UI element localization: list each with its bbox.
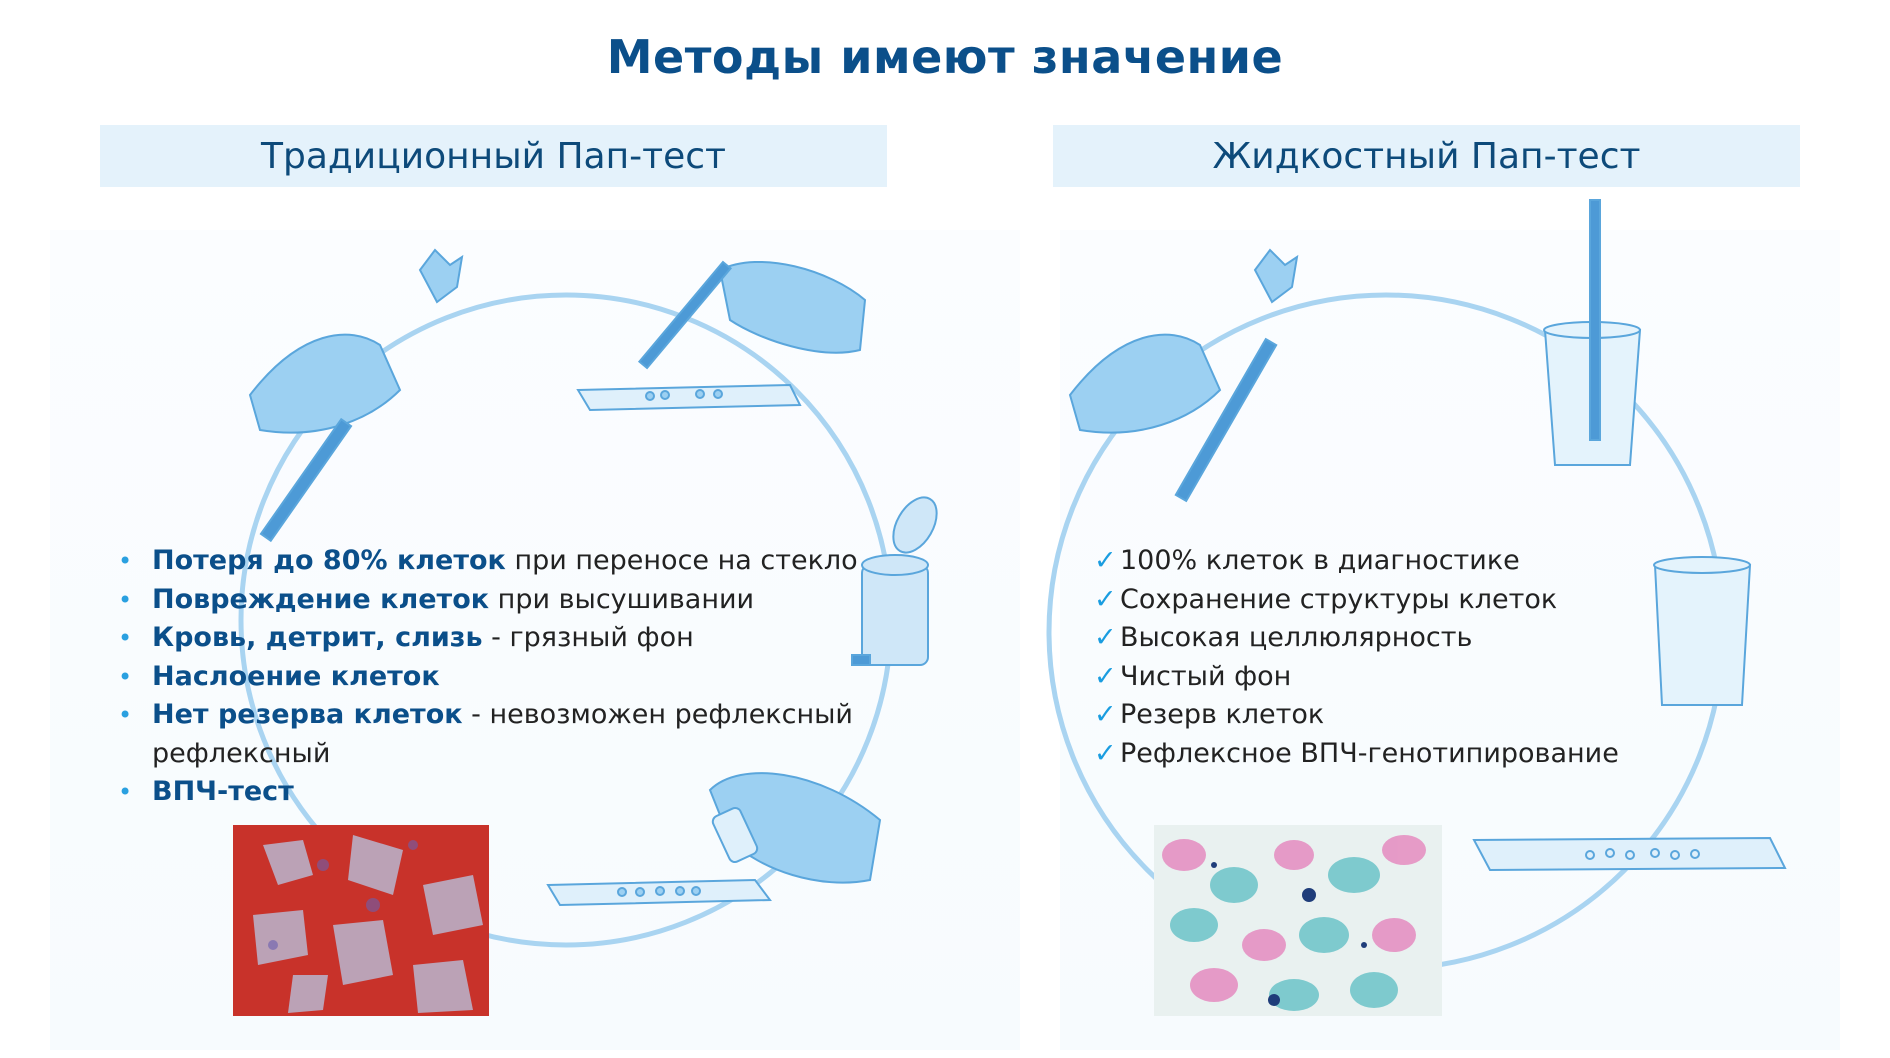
hand-slide-icon xyxy=(576,260,867,412)
traditional-drawbacks-list: • Потеря до 80% клеток при переносе на ст… xyxy=(118,542,858,812)
left-section-header: Традиционный Пап-тест xyxy=(100,125,887,187)
bullet-icon: • xyxy=(118,701,133,729)
item-bold: Повреждение клеток xyxy=(152,583,490,615)
bullet-icon: • xyxy=(118,585,133,614)
item-bold: ВПЧ-тест xyxy=(152,776,294,807)
liquid-benefits-list: ✓100% клеток в диагностике ✓Сохранение с… xyxy=(1094,542,1619,774)
list-item: ✓100% клеток в диагностике xyxy=(1094,542,1619,581)
micrograph-texture xyxy=(1162,835,1426,1011)
item-bold: Потеря до 80% клеток xyxy=(152,545,506,576)
item-text: 100% клеток в диагностике xyxy=(1120,545,1520,576)
list-item: ✓Рефлексное ВПЧ-генотипирование xyxy=(1094,735,1619,774)
bullet-icon: • xyxy=(118,778,133,806)
item-text: при высушивании xyxy=(489,583,755,615)
left-panel-background xyxy=(50,230,1020,1050)
checkmark-icon: ✓ xyxy=(1094,545,1117,576)
list-item-continuation: рефлексный xyxy=(152,735,858,774)
bullet-icon: • xyxy=(118,547,133,575)
list-item: • Повреждение клеток при высушивании xyxy=(118,581,858,620)
list-item: • Потеря до 80% клеток при переносе на ст… xyxy=(118,542,858,581)
hand-brush-icon xyxy=(248,248,464,543)
trash-bin-icon xyxy=(851,496,938,666)
slide-icon-right xyxy=(1472,836,1787,872)
checkmark-icon: ✓ xyxy=(1094,660,1117,692)
item-text: при переносе на стекло xyxy=(505,545,858,576)
liquid-based-micrograph xyxy=(1154,825,1442,1016)
item-text: Высокая целлюлярность xyxy=(1120,622,1473,653)
list-item: • Наслоение клеток xyxy=(118,658,858,697)
item-text: Резерв клеток xyxy=(1120,699,1325,730)
list-item: ✓Чистый фон xyxy=(1094,658,1619,697)
vial-with-brush-icon xyxy=(1543,199,1642,466)
item-text: Сохранение структуры клеток xyxy=(1120,583,1558,615)
micrograph-texture xyxy=(253,835,483,1013)
list-item: ✓Сохранение структуры клеток xyxy=(1094,581,1619,620)
vial-icon xyxy=(1653,556,1752,706)
list-item: • Кровь, детрит, слизь - грязный фон xyxy=(118,619,858,658)
page-title: Методы имеют значение xyxy=(606,30,1284,84)
list-item: • ВПЧ-тест xyxy=(118,773,858,812)
hand-brush-icon-right xyxy=(1068,248,1299,503)
item-bold: Кровь, детрит, слизь xyxy=(152,622,483,653)
item-bold: Наслоение клеток xyxy=(152,660,440,692)
bullet-icon: • xyxy=(118,624,133,652)
item-text: Рефлексное ВПЧ-генотипирование xyxy=(1120,737,1619,769)
checkmark-icon: ✓ xyxy=(1094,622,1117,653)
list-item: ✓Высокая целлюлярность xyxy=(1094,619,1619,658)
item-text: - невозможен рефлексный xyxy=(462,699,853,730)
item-text: рефлексный xyxy=(152,737,331,769)
list-item: ✓Резерв клеток xyxy=(1094,696,1619,735)
hand-spray-icon xyxy=(546,772,882,907)
right-section-header: Жидкостный Пап-тест xyxy=(1053,125,1800,187)
list-item: • Нет резерва клеток - невозможен рефлекс… xyxy=(118,696,858,735)
conventional-smear-micrograph xyxy=(233,825,489,1016)
item-text: Чистый фон xyxy=(1120,660,1292,692)
checkmark-icon: ✓ xyxy=(1094,699,1117,730)
checkmark-icon: ✓ xyxy=(1094,583,1117,615)
item-text: - грязный фон xyxy=(482,622,694,653)
item-bold: Нет резерва клеток xyxy=(152,699,463,730)
bullet-icon: • xyxy=(118,662,133,691)
checkmark-icon: ✓ xyxy=(1094,737,1117,769)
